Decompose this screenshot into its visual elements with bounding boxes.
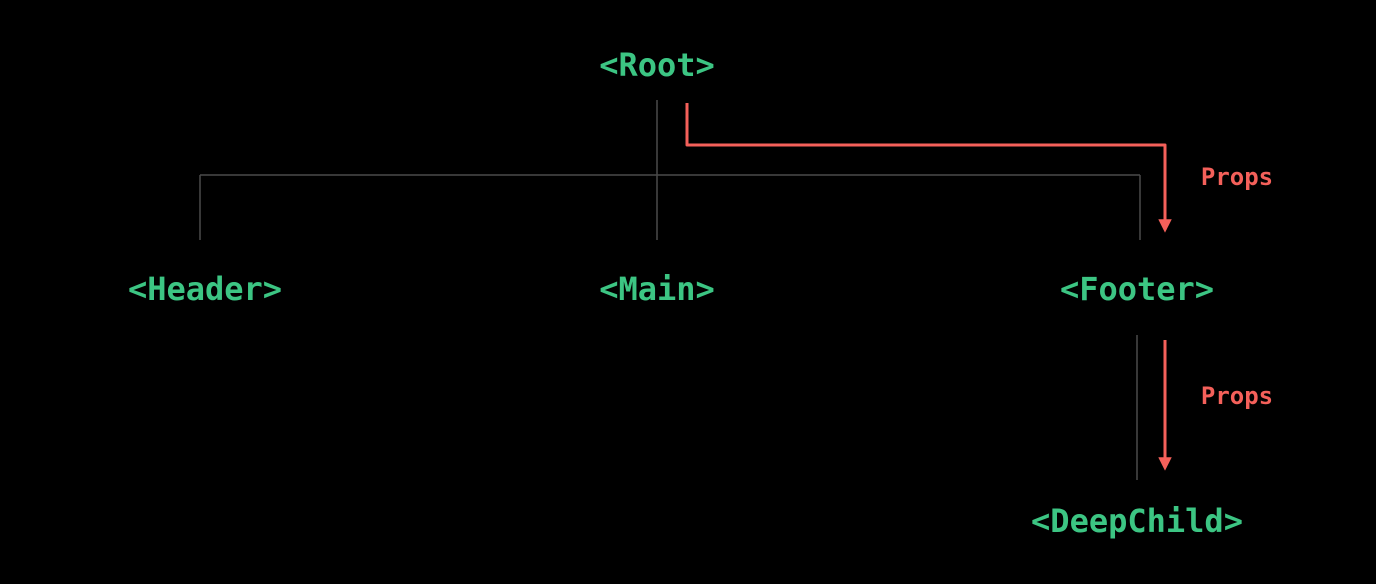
node-footer: <Footer> bbox=[1059, 270, 1215, 308]
node-main: <Main> bbox=[599, 270, 715, 308]
node-header: <Header> bbox=[127, 270, 283, 308]
node-root: <Root> bbox=[599, 46, 715, 84]
props-label-root-to-footer: Props bbox=[1200, 163, 1274, 191]
props-label-footer-to-deepchild: Props bbox=[1200, 382, 1274, 410]
node-deepchild: <DeepChild> bbox=[1031, 502, 1243, 540]
props-arrow-root-to-footer bbox=[685, 103, 1172, 233]
